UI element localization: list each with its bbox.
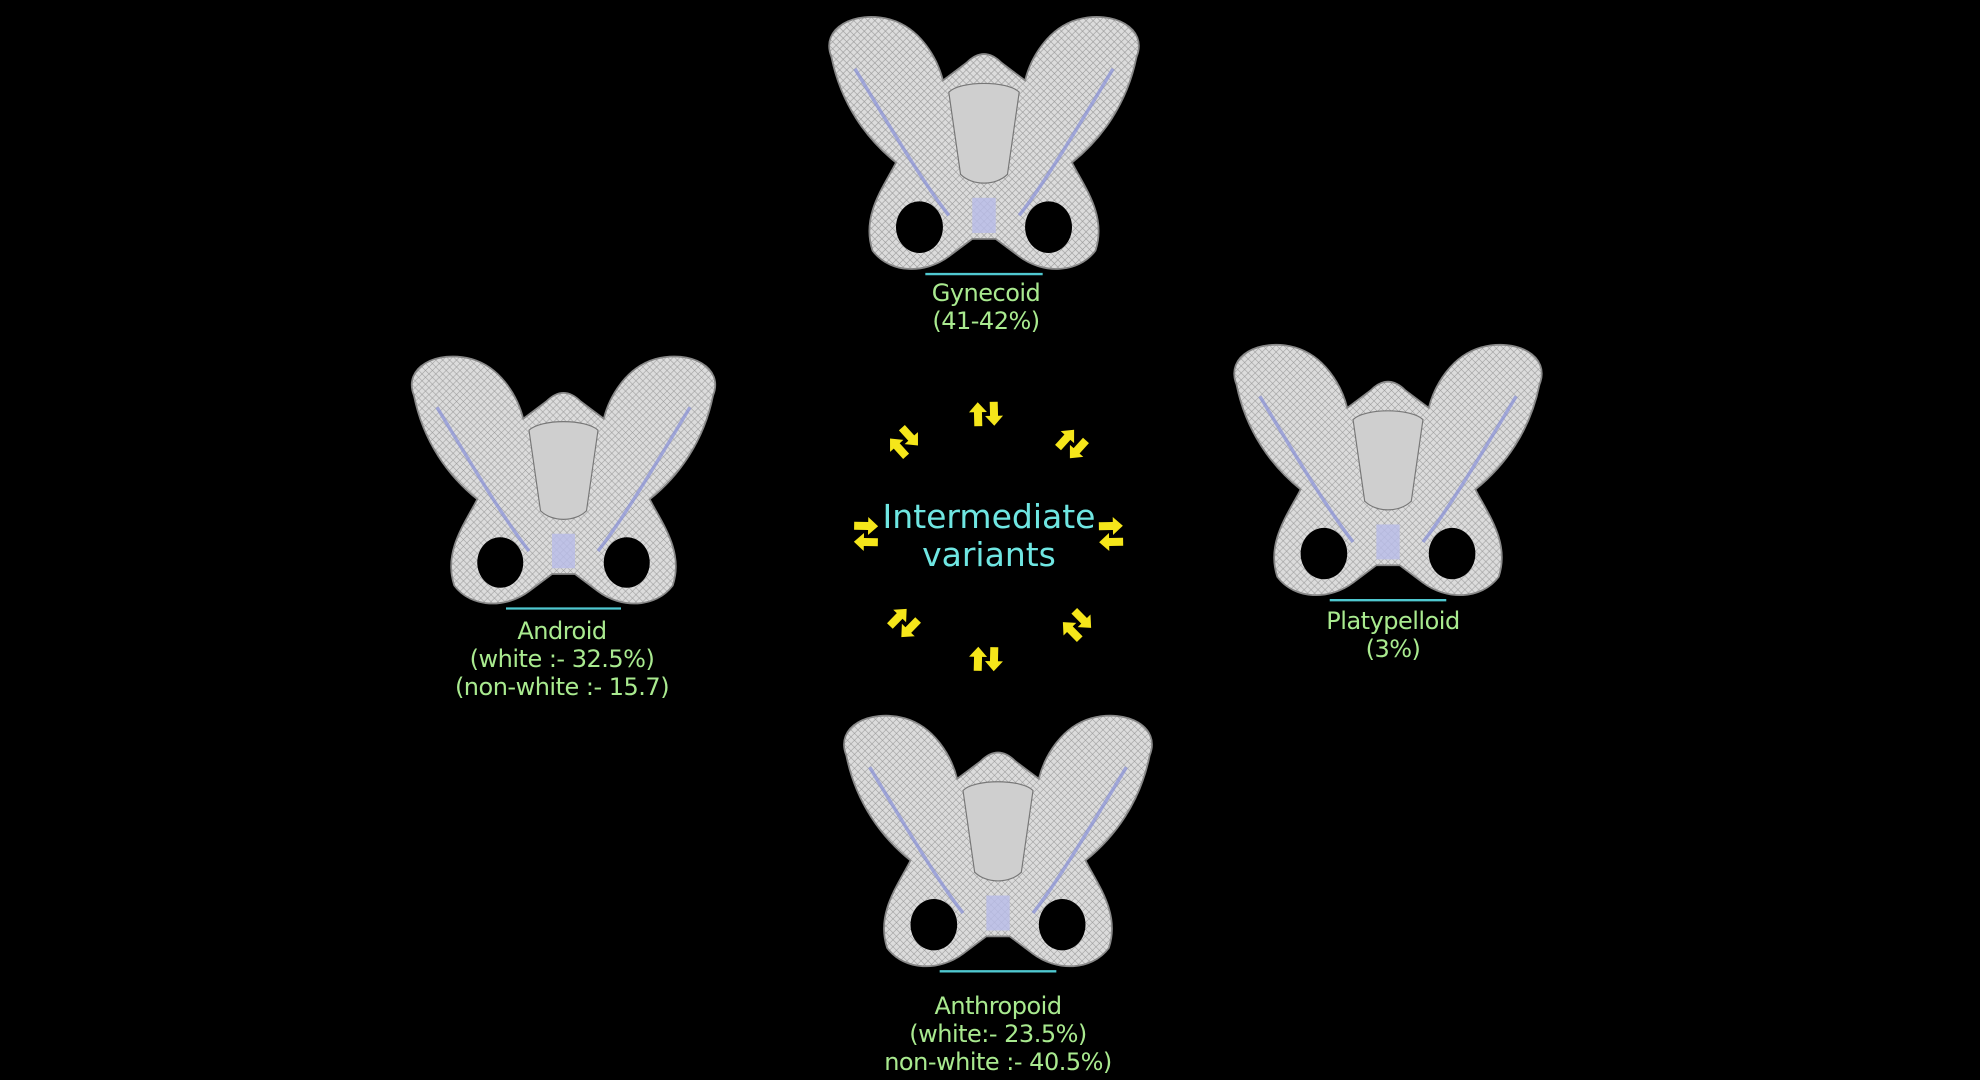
anthropoid-white-percentage: (white:- 23.5%) xyxy=(909,1020,1087,1048)
anthropoid-nonwhite-percentage: non-white :- 40.5%) xyxy=(884,1048,1112,1076)
android-label: Android (white :- 32.5%) (non-white :- 1… xyxy=(454,617,670,701)
arrow-icon xyxy=(853,532,878,551)
arrow-icon xyxy=(1062,622,1083,642)
arrow-icon xyxy=(1099,533,1124,552)
double-arrow-icon xyxy=(969,646,1003,672)
intermediate-variants-label: Intermediate variants xyxy=(883,498,1096,574)
double-arrow-icon xyxy=(890,425,918,459)
center-line-1: Intermediate xyxy=(882,497,1096,536)
arrow-icon xyxy=(887,608,907,629)
gynecoid-percentage: (41-42%) xyxy=(932,307,1040,335)
arrow-icon xyxy=(984,647,1003,672)
gynecoid-name: Gynecoid xyxy=(931,279,1041,307)
arrow-icon xyxy=(1055,429,1075,451)
double-arrow-icon xyxy=(1062,608,1092,642)
android-nonwhite-percentage: (non-white :- 15.7) xyxy=(454,673,670,701)
double-arrow-icon xyxy=(968,401,1004,427)
double-arrow-icon xyxy=(853,517,879,551)
arrow-icon xyxy=(1071,608,1092,628)
double-arrow-icon xyxy=(887,608,921,638)
arrow-icon xyxy=(901,617,921,638)
center-line-2: variants xyxy=(922,535,1056,574)
arrow-icon xyxy=(854,517,879,536)
double-arrow-icon xyxy=(1055,429,1089,459)
anthropoid-label: Anthropoid (white:- 23.5%) non-white :- … xyxy=(884,992,1112,1076)
arrow-icon xyxy=(969,646,988,671)
platypelloid-label: Platypelloid (3%) xyxy=(1326,607,1460,663)
platypelloid-percentage: (3%) xyxy=(1365,635,1421,663)
arrow-icon xyxy=(968,402,987,427)
android-white-percentage: (white :- 32.5%) xyxy=(469,645,655,673)
arrow-icon xyxy=(985,401,1004,426)
arrow-icon xyxy=(890,438,910,459)
platypelloid-name: Platypelloid xyxy=(1326,607,1460,635)
anthropoid-name: Anthropoid xyxy=(934,992,1062,1020)
gynecoid-label: Gynecoid (41-42%) xyxy=(932,279,1041,335)
android-name: Android xyxy=(517,617,607,645)
arrow-icon xyxy=(1069,437,1089,459)
double-arrow-icon xyxy=(1098,516,1124,552)
arrow-icon xyxy=(1098,516,1123,535)
arrow-icon xyxy=(898,425,918,446)
